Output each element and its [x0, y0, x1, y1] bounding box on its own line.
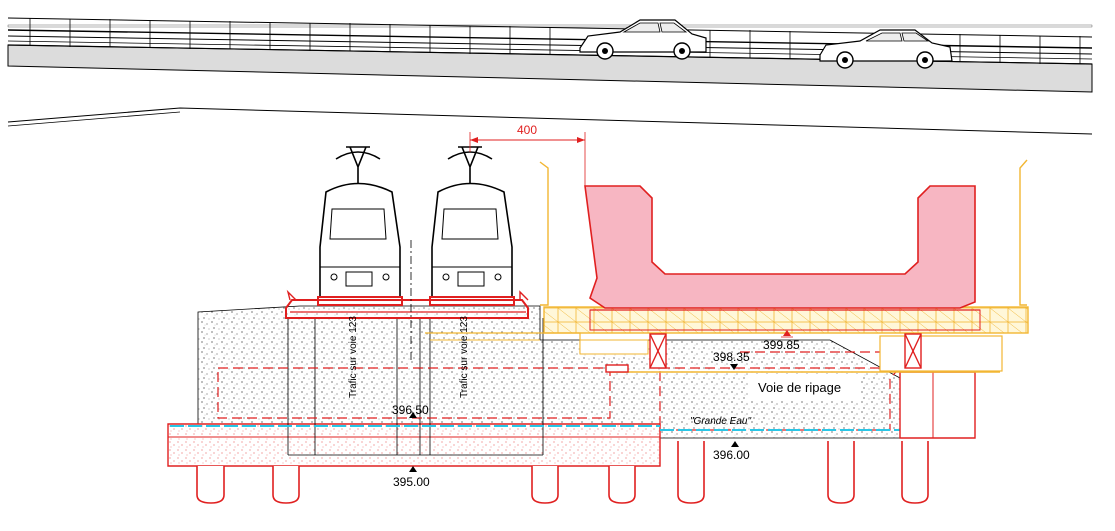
- foundation-slab: [167, 423, 661, 467]
- elevation-marker-icon: [409, 466, 417, 472]
- water-level-line: [170, 425, 900, 431]
- rail-track-bed: [285, 289, 529, 319]
- track-123-label-left: Trafic sur voie 123: [348, 316, 359, 398]
- elevation-399-85: 399.85: [763, 338, 800, 352]
- right-abutment: [899, 364, 976, 439]
- dimension-400: 400: [469, 123, 586, 186]
- launch-track: [425, 159, 1029, 373]
- lower-bridge-deck: [7, 107, 1093, 135]
- new-bridge-trough: [584, 185, 981, 331]
- elevation-marker-icon: [781, 330, 793, 338]
- elevation-395-00: 395.00: [393, 475, 430, 489]
- elevation-marker-icon: [730, 364, 738, 370]
- car-side-icon: [819, 29, 953, 69]
- dimension-400-label: 400: [517, 123, 537, 137]
- highway-bridge: [7, 17, 1093, 93]
- car-side-icon: [579, 19, 707, 60]
- elevation-396-00: 396.00: [713, 448, 750, 462]
- piles: [196, 441, 929, 504]
- locomotive-front-icon: [317, 146, 403, 306]
- existing-walls: [287, 318, 544, 456]
- red-dashed-outline: [217, 351, 902, 431]
- elevation-marker-icon: [731, 441, 739, 447]
- voie-ripage-label: Voie de ripage: [758, 380, 841, 395]
- elevation-marker-icon: [409, 412, 417, 418]
- locomotive-front-icon: [429, 146, 515, 306]
- elevation-398-35: 398.35: [713, 350, 750, 364]
- bearing-supports: [605, 333, 922, 373]
- grande-eau-label: "Grande Eau": [690, 416, 751, 427]
- track-123-label-right: Trafic sur voie 123: [459, 316, 470, 398]
- elevation-396-50: 396.50: [392, 403, 429, 417]
- voie-ripage-box: [748, 374, 860, 400]
